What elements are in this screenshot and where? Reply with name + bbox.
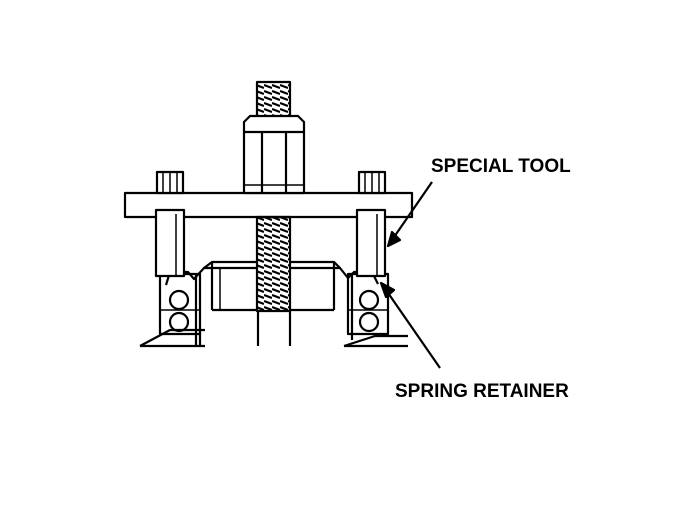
tool-right-leg [355,208,387,278]
left-bolt [155,170,185,195]
inner-shaft [256,310,292,346]
forcing-screw [255,80,292,313]
special-tool-leader [386,181,433,248]
spring-retainer-leader [379,281,441,369]
right-bolt [357,170,387,195]
spring-retainer-label: SPRING RETAINER [395,381,569,402]
hex-nut [242,114,306,195]
special-tool-label: SPECIAL TOOL [431,156,571,177]
tool-left-leg [154,208,186,278]
